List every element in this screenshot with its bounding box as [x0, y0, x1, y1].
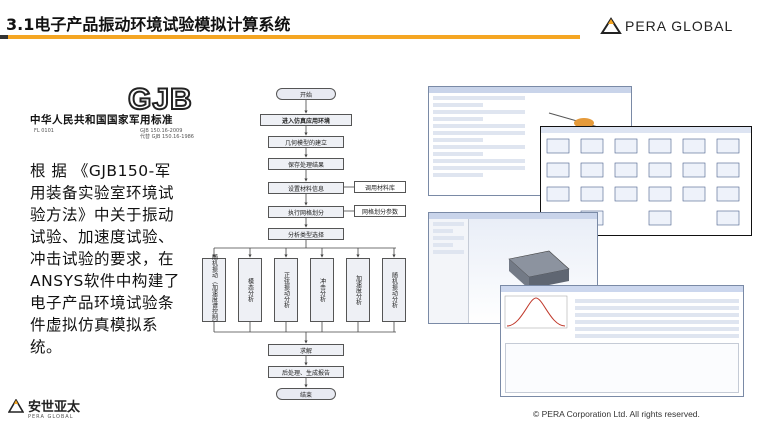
spectrum-plot — [501, 292, 571, 332]
title-bar: 3.1电子产品振动环境试验模拟计算系统 PERA GLOBAL — [0, 0, 760, 40]
flow-start: 开始 — [276, 88, 336, 100]
brand-name: PERA GLOBAL — [625, 18, 733, 34]
flow-branch-5: 加速度分析 — [346, 258, 370, 322]
flow-assembly: 保存处理结果 — [268, 158, 344, 170]
pera-footer-icon — [8, 399, 24, 413]
title-underline — [0, 35, 580, 39]
flow-mesh: 执行网格划分 — [268, 206, 344, 218]
flow-branch-1: 随机振动（加速度谱控制） — [202, 258, 226, 322]
flow-material-lib: 调用材料库 — [354, 181, 406, 193]
flow-analysis: 分析类型选择 — [268, 228, 344, 240]
slide-title: 3.1电子产品振动环境试验模拟计算系统 — [6, 11, 290, 35]
standard-code-right: GJB 150.16-2009 代替 GJB 150.16-1986 — [140, 128, 194, 140]
flow-material: 设置材料信息 — [268, 182, 344, 194]
flow-arrows — [194, 86, 416, 406]
flow-geometry: 几何模型的建立 — [268, 136, 344, 148]
flow-branch-2: 模态分析 — [238, 258, 262, 322]
footer-brand-en: PERA GLOBAL — [28, 414, 74, 420]
pera-triangle-icon — [600, 17, 622, 35]
flow-branch-3: 正弦振动分析 — [274, 258, 298, 322]
standard-code-left: FL 0101 — [34, 128, 54, 134]
flow-post: 后处理、生成报告 — [268, 366, 344, 378]
flow-end: 结束 — [276, 388, 336, 400]
brand-logo: PERA GLOBAL — [600, 16, 733, 36]
flow-mesh-settings: 网格划分参数 — [354, 205, 406, 217]
screenshot-results-table — [500, 285, 744, 397]
flowchart: 开始 进入仿真应用环境 几何模型的建立 保存处理结果 设置材料信息 调用材料库 … — [194, 86, 416, 406]
flow-branch-4: 冲击分析 — [310, 258, 334, 322]
body-text: 根 据 《GJB150-军用装备实验室环境试验方法》中关于振动试验、加速度试验、… — [30, 160, 182, 358]
footer-brand-cn: 安世亚太 — [28, 396, 80, 415]
flow-enter: 进入仿真应用环境 — [260, 114, 352, 126]
standard-code-sub: 代替 GJB 150.16-1986 — [140, 134, 194, 140]
copyright: © PERA Corporation Ltd. All rights reser… — [533, 409, 700, 419]
standard-title: 中华人民共和国国家军用标准 — [30, 112, 173, 127]
footer-logo: 安世亚太 — [8, 396, 80, 415]
flow-solve: 求解 — [268, 344, 344, 356]
flow-branch-6: 随机振动分析 — [382, 258, 406, 322]
